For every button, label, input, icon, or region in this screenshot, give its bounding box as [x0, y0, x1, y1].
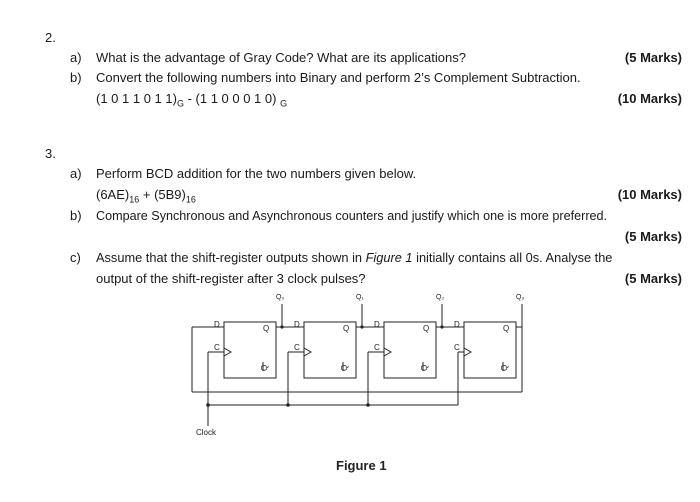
ff4-d-pin: D: [454, 320, 460, 329]
question-3c-line-1-start: Assume that the shift-register outputs s…: [96, 250, 366, 265]
output-q3-label: Q₃: [516, 294, 524, 301]
flip-flop-4: [463, 321, 517, 379]
output-q2-label: Q₂: [436, 294, 444, 301]
clock-label: Clock: [196, 428, 217, 437]
question-2b-label: b): [70, 70, 82, 85]
question-3a-expression: (6AE)16 + (5B9)16: [96, 187, 196, 208]
ff1-qbar-pin: Q: [260, 365, 269, 371]
question-3a-text: Perform BCD addition for the two numbers…: [96, 166, 417, 181]
hex-number-2: + (5B9): [139, 187, 186, 202]
question-2-number: 2.: [45, 30, 56, 45]
question-2b-expression: (1 0 1 1 0 1 1)G - (1 1 0 0 0 1 0) G: [96, 91, 287, 112]
ff2-d-pin: D: [294, 320, 300, 329]
figure-reference: Figure 1: [365, 250, 413, 265]
question-2a-marks: (5 Marks): [624, 50, 682, 65]
ff3-c-pin: C: [374, 343, 380, 352]
question-3c-label: c): [70, 250, 81, 265]
question-2b-marks: (10 Marks): [617, 91, 682, 106]
gray-subscript-2: G: [280, 98, 288, 109]
ff2-c-pin: C: [294, 343, 300, 352]
ff3-qbar-pin: Q: [420, 365, 429, 371]
ff1-d-pin: D: [214, 320, 220, 329]
question-3a-marks: (10 Marks): [617, 187, 682, 202]
ff3-q-pin: Q: [423, 324, 429, 333]
ff4-q-pin: Q: [503, 324, 509, 333]
question-3c-marks: (5 Marks): [624, 271, 682, 286]
hex-number-1: (6AE): [96, 187, 130, 202]
ff4-qbar-pin: Q: [500, 365, 509, 371]
flip-flop-1: [223, 321, 277, 379]
flip-flop-3: [383, 321, 437, 379]
question-3b-marks: (5 Marks): [624, 229, 682, 244]
hex-subscript-2: 16: [185, 194, 196, 205]
question-2a-label: a): [70, 50, 82, 65]
output-q1-label: Q₁: [356, 294, 364, 301]
question-3b-label: b): [70, 208, 82, 223]
figure-caption: Figure 1: [336, 458, 387, 473]
question-3-number: 3.: [45, 146, 56, 161]
question-3c-line-1: Assume that the shift-register outputs s…: [96, 250, 612, 266]
ff2-qbar-pin: Q: [340, 365, 349, 371]
question-2a-text: What is the advantage of Gray Code? What…: [96, 50, 466, 65]
question-3a-label: a): [70, 166, 82, 181]
ff1-q-pin: Q: [263, 324, 269, 333]
ff4-c-pin: C: [454, 343, 460, 352]
ff2-q-pin: Q: [343, 324, 349, 333]
gray-number-2: - (1 1 0 0 0 1 0): [183, 91, 281, 106]
output-q0-label: Q₀: [276, 294, 284, 301]
question-3c-line-2: output of the shift-register after 3 clo…: [96, 271, 366, 286]
gray-number-1: (1 0 1 1 0 1 1): [96, 91, 177, 106]
question-2b-text: Convert the following numbers into Binar…: [96, 70, 581, 85]
question-3b-text: Compare Synchronous and Asynchronous cou…: [96, 209, 608, 223]
flip-flop-2: [303, 321, 357, 379]
gray-subscript-1: G: [176, 98, 184, 109]
ff3-d-pin: D: [374, 320, 380, 329]
ff1-c-pin: C: [214, 343, 220, 352]
question-3c-line-1-end: initially contains all 0s. Analyse the: [412, 250, 613, 265]
hex-subscript-1: 16: [129, 194, 140, 205]
